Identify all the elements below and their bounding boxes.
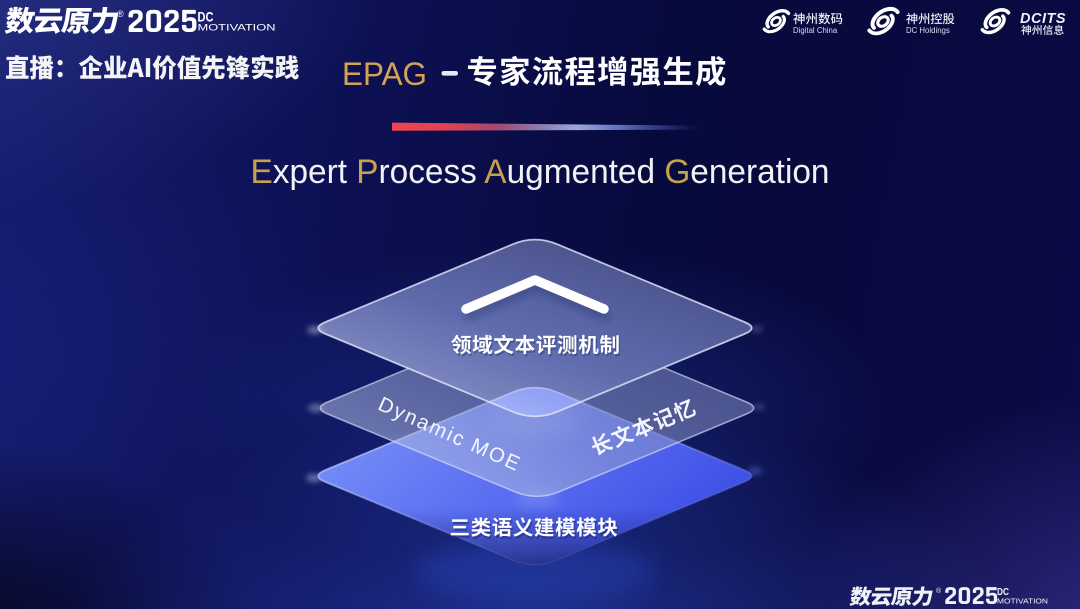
svg-text:MOTIVATION: MOTIVATION <box>997 599 1048 606</box>
svg-text:EPAG: EPAG <box>342 56 427 92</box>
svg-text:DCITS: DCITS <box>1020 11 1066 27</box>
svg-text:®: ® <box>117 9 124 19</box>
svg-text:DC: DC <box>198 10 214 25</box>
svg-text:MOTIVATION: MOTIVATION <box>198 23 276 33</box>
svg-text:Expert Process Augmented Gener: Expert Process Augmented Generation <box>251 153 830 191</box>
svg-text:®: ® <box>936 587 942 595</box>
svg-text:Digital China: Digital China <box>793 26 838 35</box>
svg-text:DC: DC <box>997 587 1009 598</box>
svg-text:DC Holdings: DC Holdings <box>906 26 950 35</box>
